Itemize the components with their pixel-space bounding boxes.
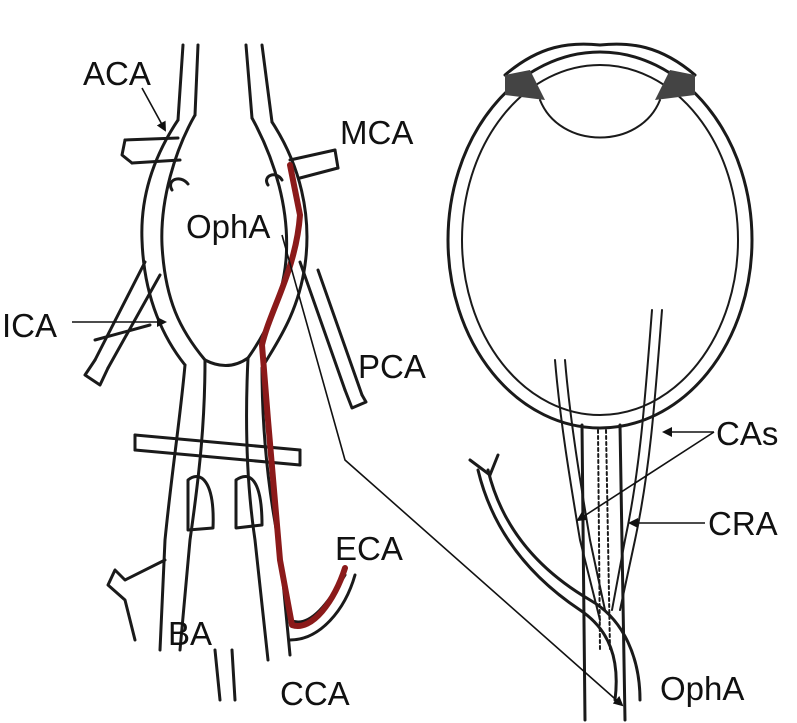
circle-of-willis-drawing (85, 45, 366, 700)
label-pca: PCA (358, 348, 426, 385)
label-opha-left: OphA (186, 208, 270, 245)
opha-connector-arrow (282, 235, 622, 705)
label-aca: ACA (83, 55, 151, 92)
label-cra: CRA (708, 505, 778, 542)
highlighted-opha-pathway (262, 165, 345, 626)
label-cas: CAs (716, 415, 778, 452)
label-mca: MCA (340, 114, 413, 151)
label-cca: CCA (280, 675, 350, 712)
labels: ACA MCA OphA ICA PCA ECA BA CCA CAs CRA … (2, 55, 778, 712)
label-ica: ICA (2, 307, 57, 344)
label-opha-right: OphA (660, 670, 744, 707)
label-eca: ECA (335, 530, 403, 567)
aca-arrow (142, 88, 165, 130)
eye-drawing (448, 44, 752, 720)
label-ba: BA (168, 615, 212, 652)
